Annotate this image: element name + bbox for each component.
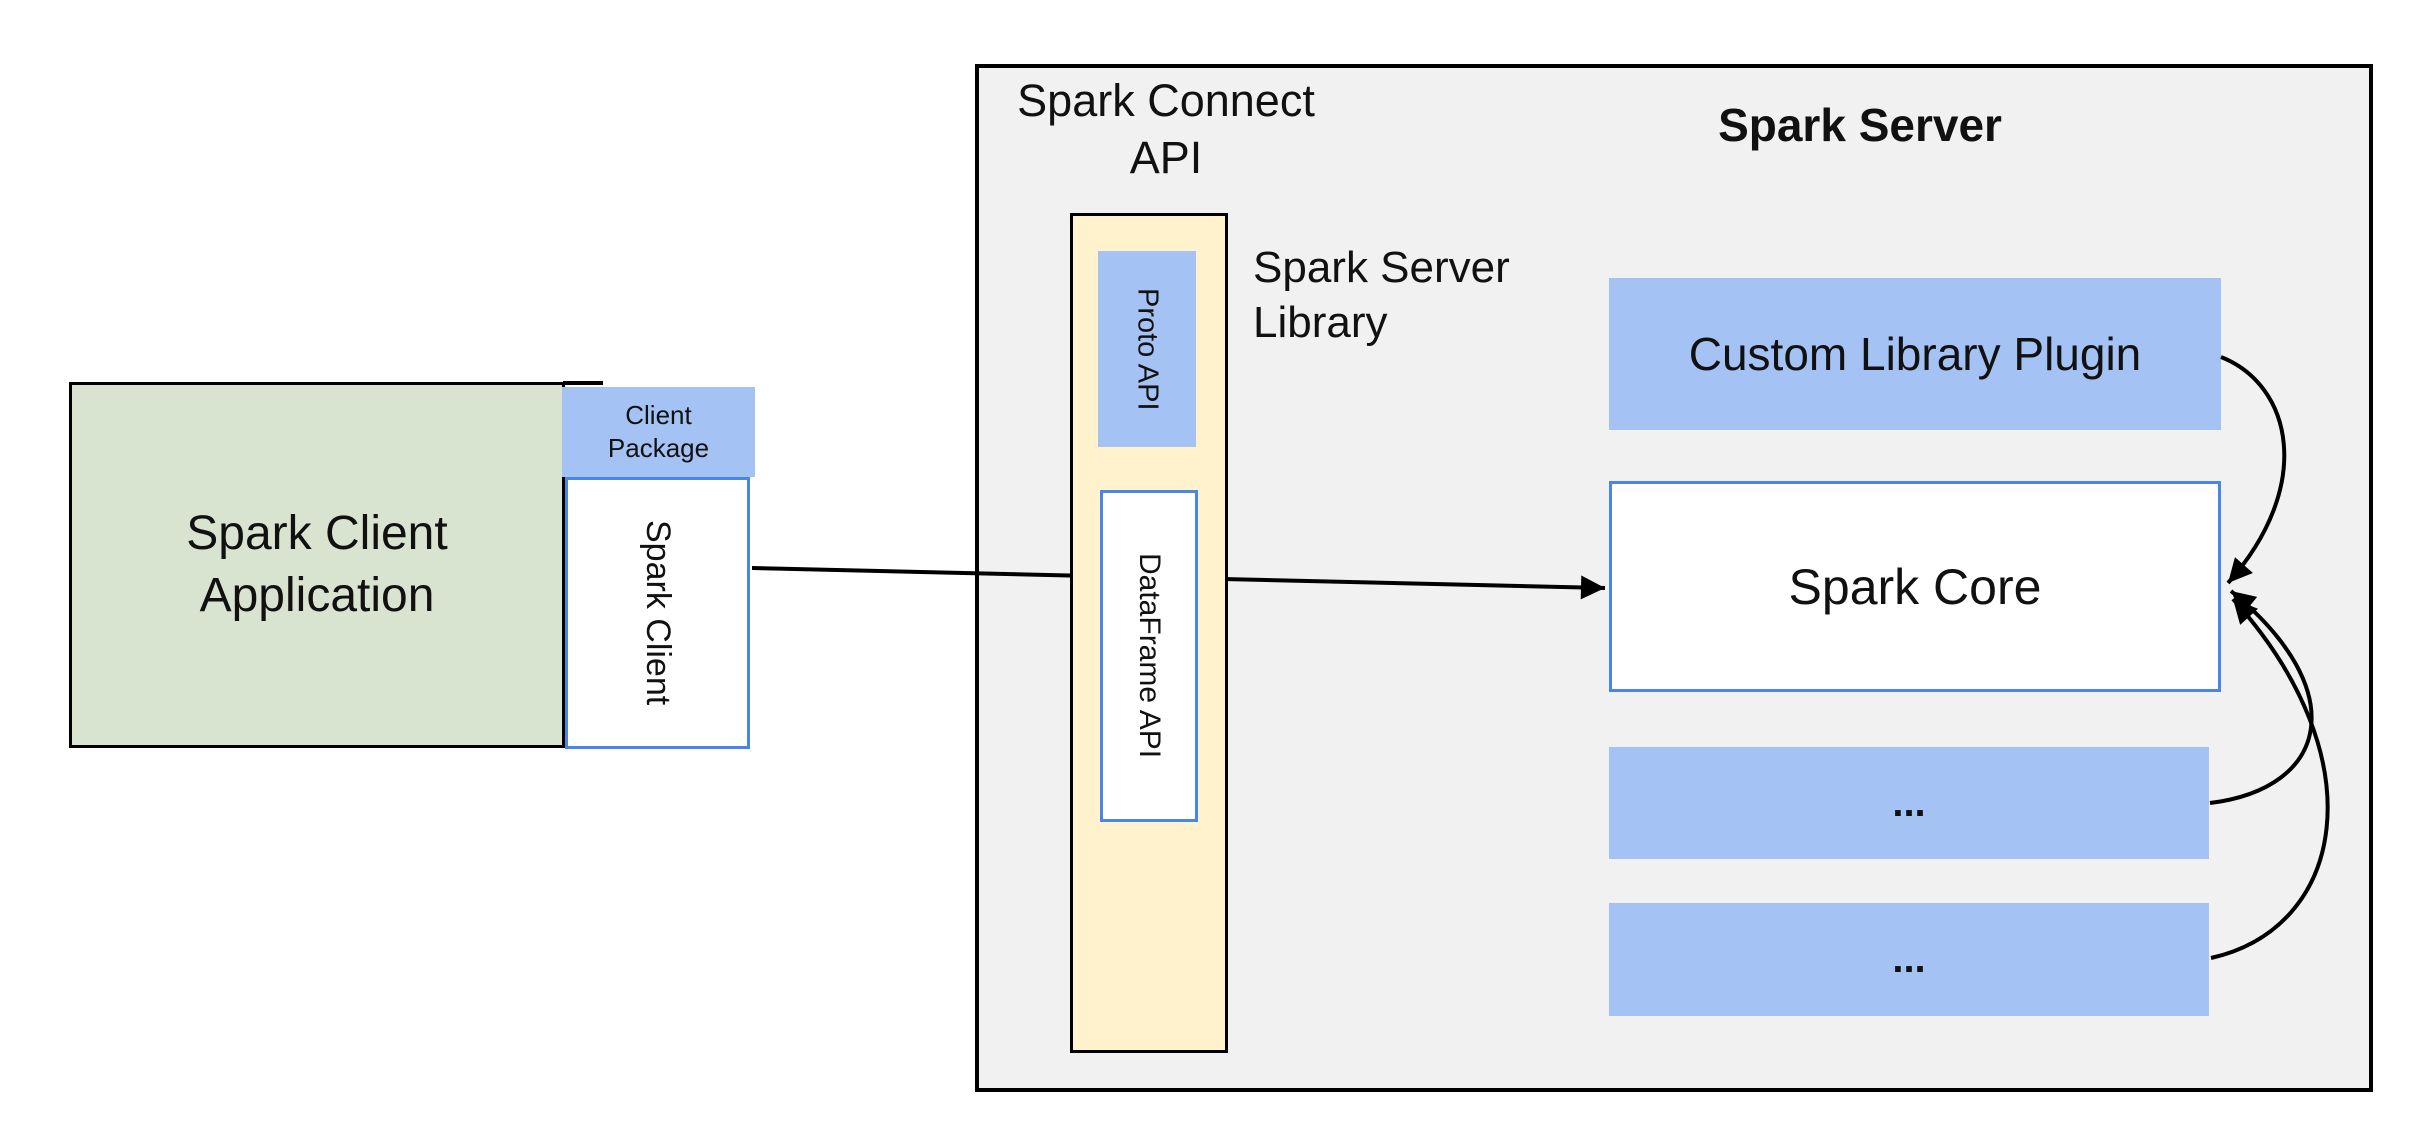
custom-library-plugin-label: Custom Library Plugin bbox=[1688, 328, 2142, 380]
proto-api-label: Proto API bbox=[1131, 287, 1164, 411]
plugin-slot-1-label: ... bbox=[1892, 780, 1926, 825]
client-package-box: Client Package bbox=[562, 387, 755, 477]
spark-client-application-box: Spark Client Application bbox=[69, 382, 565, 748]
green-box-border-overhang bbox=[563, 381, 603, 385]
spark-core-box: Spark Core bbox=[1609, 481, 2221, 692]
spark-connect-api-title: Spark Connect API bbox=[1017, 75, 1315, 183]
spark-server-title: Spark Server bbox=[1718, 99, 2002, 151]
plugin-slot-1-box: ... bbox=[1609, 747, 2209, 859]
plugin-slot-2-box: ... bbox=[1609, 903, 2209, 1016]
dataframe-api-box: DataFrame API bbox=[1100, 490, 1198, 822]
spark-client-application-label: Spark Client Application bbox=[186, 507, 448, 622]
proto-api-box: Proto API bbox=[1098, 251, 1196, 447]
spark-server-library-label: Spark Server Library bbox=[1253, 243, 1510, 347]
dataframe-api-label: DataFrame API bbox=[1133, 553, 1166, 759]
plugin-slot-2-label: ... bbox=[1892, 937, 1926, 981]
spark-client-box: Spark Client bbox=[565, 477, 750, 749]
spark-client-label: Spark Client bbox=[639, 520, 677, 706]
custom-library-plugin-box: Custom Library Plugin bbox=[1609, 278, 2221, 430]
spark-core-label: Spark Core bbox=[1788, 558, 2042, 615]
client-package-label: Client Package bbox=[607, 400, 710, 463]
